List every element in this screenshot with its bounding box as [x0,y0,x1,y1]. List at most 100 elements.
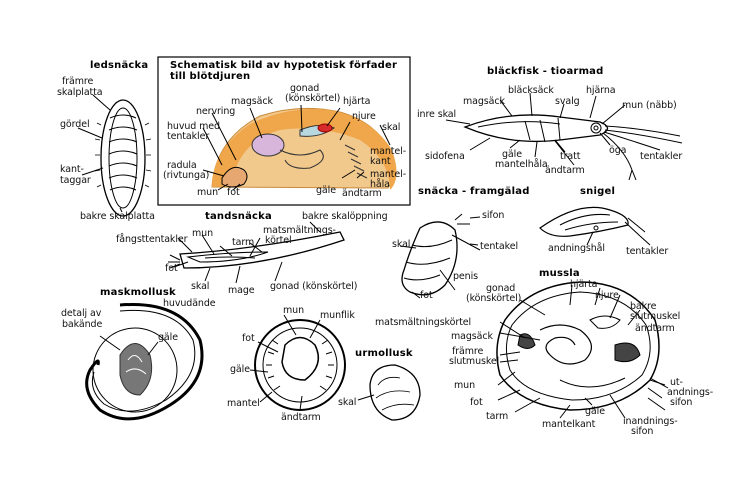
label-blacksack: bläcksäck [508,85,554,96]
title-blackfisk: bläckfisk - tioarmad [487,66,604,77]
squid-drawing [445,92,683,181]
title-snigel: snigel [580,186,616,197]
label-tarm-t: tarm [232,237,255,248]
label-andtarm-u: ändtarm [281,412,321,423]
title-schematic-2: till blötdjuren [170,71,251,82]
label-sifon-ut: sifon [670,397,693,408]
label-hjarta-s: hjärta [343,96,371,107]
label-nervring: nervring [196,106,236,117]
title-maskmollusk: maskmollusk [100,287,176,298]
label-gale-u: gäle [230,364,250,375]
label-andtarm-s: ändtarm [342,188,382,199]
monoplacophoran-drawing [249,314,421,421]
label-penis: penis [453,271,478,282]
label-sifon-in: sifon [631,426,654,437]
label-ut: ut- [670,377,683,388]
label-gonad-s: gonad [290,83,320,94]
title-mussla: mussla [539,268,580,279]
label-fot-s: fot [227,187,240,198]
mussel-drawing [496,281,669,419]
label-fot-u: fot [242,333,255,344]
label-mantelhala-1: mantel- [370,169,407,180]
label-gale-b: gäle [502,149,522,160]
label-bakre-skaloppning: bakre skalöppning [302,211,388,222]
label-huvudande: huvudände [163,298,216,309]
label-skal-sn: skal [392,239,411,250]
label-sidofena: sidofena [425,151,465,162]
label-gale-m: gäle [158,332,178,343]
label-fot-t: fot [165,263,178,274]
label-mun-u: mun [283,305,304,316]
label-mun-t: mun [192,228,213,239]
label-kant: kant- [60,164,84,175]
label-hjarna: hjärna [586,85,616,96]
label-skal-u: skal [338,397,357,408]
title-urmollusk: urmollusk [355,348,413,359]
label-andnings: andnings- [667,387,714,398]
label-inre-skal: inre skal [417,109,457,120]
label-andtarm-mu: ändtarm [635,323,675,334]
label-kortel: körtel [265,235,292,246]
label-andningshal: andningshål [548,243,605,254]
label-njure-mu: njure [595,290,619,301]
label-huvud-med: huvud med [167,121,220,132]
title-snacka-framgalad: snäcka - framgälad [418,186,530,197]
label-andtarm-b: ändtarm [545,165,585,176]
label-skal-s: skal [382,122,401,133]
label-fot-sn: fot [420,290,433,301]
sea-snail-drawing [399,213,481,299]
label-konskortel-mu: (könskörtel) [466,293,522,304]
label-slutmuskel-f: slutmuskel [449,356,500,367]
label-svalg: svalg [555,96,580,107]
chiton-drawing [77,94,152,217]
label-sifon: sifon [482,210,505,221]
label-tarm-mu: tarm [486,411,509,422]
label-fangsttentakler: fångsttentakler [116,234,188,245]
label-magsack-b: magsäck [463,96,505,107]
label-rivtunga: (rivtunga) [163,170,210,181]
tusk-shell-drawing [168,221,345,284]
title-schematic-1: Schematisk bild av hypotetisk förfader [170,60,398,71]
slug-drawing [539,206,651,246]
label-fot-mu: fot [470,397,483,408]
label-bakre-skalplatta: bakre skalplatta [80,211,155,222]
label-bakre-mu: bakre [630,301,657,312]
label-mantelhala-b: mantelhåla [495,159,548,170]
label-matsmaltningskortel: matsmältningskörtel [375,317,472,328]
label-taggar: taggar [60,175,91,186]
label-mage: mage [228,285,255,296]
label-tratt: tratt [560,151,581,162]
label-tentakel: tentakel [480,241,518,252]
label-mantelhala-2: håla [370,179,390,190]
label-mun-nabb: mun (näbb) [622,100,677,111]
label-oga: öga [609,145,627,156]
label-gale-s: gäle [316,185,336,196]
label-hjarta-mu: hjärta [570,279,598,290]
label-njure-s: njure [352,111,376,122]
title-ledsnacka: ledsnäcka [90,60,149,71]
label-gonad-t: gonad (könskörtel) [270,281,358,292]
label-framre: främre [62,76,94,87]
label-skal-t: skal [191,281,210,292]
label-mantelkant-mu: mantelkant [542,419,596,430]
label-mantelkant-1: mantel- [370,146,407,157]
label-bakande: bakände [62,319,103,330]
label-magsack-s: magsäck [231,96,273,107]
label-inandnings: inandnings- [623,416,678,427]
label-matsmaltnings: matsmältnings- [263,225,336,236]
label-mun-s: mun [197,187,218,198]
label-radula: radula [167,160,197,171]
label-magsack-mu: magsäck [451,331,493,342]
label-tentakler-b: tentakler [640,151,683,162]
label-gordel: gördel [60,119,90,130]
label-mun-mu: mun [454,380,475,391]
label-mantel-u: mantel [227,398,260,409]
label-detalj-av: detalj av [61,308,102,319]
label-skalplatta: skalplatta [57,87,103,98]
label-slutmuskel-b: slutmuskel [630,311,681,322]
label-gonad-mu: gonad [486,283,516,294]
label-munflik: munflik [320,310,355,321]
label-tentakler-s: tentakler [167,131,210,142]
